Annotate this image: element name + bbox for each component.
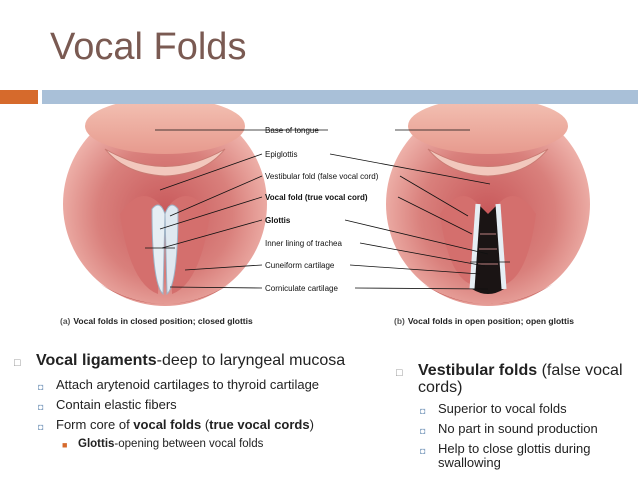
square-bullet-icon: □	[14, 357, 21, 369]
label-base-of-tongue: Base of tongue	[265, 126, 319, 135]
sub-bullet-text: No part in sound production	[438, 421, 598, 436]
accent-bar-orange	[0, 90, 38, 104]
caption-open-text: Vocal folds in open position; open glott…	[407, 316, 574, 326]
core-text-e: )	[309, 417, 314, 432]
vocal-ligaments-term: Vocal ligaments	[36, 352, 157, 369]
caption-closed-text: Vocal folds in closed position; closed g…	[73, 316, 253, 326]
square-bullet-icon: ◘	[38, 422, 44, 432]
label-cuneiform-cartilage: Cuneiform cartilage	[265, 261, 335, 270]
sub-bullet-superior: ◘ Superior to vocal folds	[420, 402, 626, 418]
label-inner-lining-trachea: Inner lining of trachea	[265, 239, 342, 248]
sub-bullet-elastic: ◘ Contain elastic fibers	[38, 398, 354, 414]
label-vocal-fold: Vocal fold (true vocal cord)	[265, 193, 368, 202]
vestibular-folds-desc: (false vocal cords)	[418, 362, 623, 396]
sub-bullet-text: Help to close glottis during swallowing	[438, 441, 591, 470]
vocal-ligaments-desc: -deep to laryngeal mucosa	[156, 352, 346, 369]
caption-open: (b)Vocal folds in open position; open gl…	[394, 316, 574, 326]
square-bullet-icon: ◘	[38, 402, 44, 412]
core-text-vocal-folds: vocal folds	[133, 417, 202, 432]
bullet-vocal-ligaments: □ Vocal ligaments-deep to laryngeal muco…	[14, 352, 354, 372]
sub-bullet-text: Attach arytenoid cartilages to thyroid c…	[56, 377, 320, 392]
right-bullet-list: □ Vestibular folds (false vocal cords) ◘…	[396, 362, 626, 474]
sub-bullet-attach: ◘ Attach arytenoid cartilages to thyroid…	[38, 378, 354, 394]
larynx-illustration	[63, 104, 590, 306]
square-bullet-icon: □	[396, 367, 403, 379]
square-bullet-icon: ◘	[420, 406, 426, 416]
square-bullet-icon: ◘	[38, 382, 44, 392]
sub-bullet-no-sound: ◘ No part in sound production	[420, 422, 626, 438]
square-bullet-icon: ◘	[420, 446, 426, 456]
glottis-term: Glottis	[78, 438, 115, 450]
label-vestibular-fold: Vestibular fold (false vocal cord)	[265, 172, 379, 181]
left-bullet-list: □ Vocal ligaments-deep to laryngeal muco…	[14, 352, 354, 455]
caption-closed: (a)Vocal folds in closed position; close…	[60, 316, 253, 326]
caption-closed-tag: (a)	[60, 316, 71, 326]
vestibular-folds-term: Vestibular folds	[418, 362, 538, 379]
core-text-true-vocal-cords: true vocal cords	[209, 417, 310, 432]
sub-bullet-close-glottis: ◘ Help to close glottis during swallowin…	[420, 442, 626, 470]
larynx-open-view	[386, 104, 590, 306]
square-bullet-icon: ◘	[420, 426, 426, 436]
glottis-desc: -opening between vocal folds	[114, 438, 264, 450]
accent-bar-blue	[42, 90, 638, 104]
square-bullet-icon: ■	[62, 440, 68, 450]
larynx-closed-view	[63, 104, 267, 306]
subsub-bullet-glottis: ■ Glottis-opening between vocal folds	[62, 438, 354, 452]
sub-bullet-text: Contain elastic fibers	[56, 397, 177, 412]
bullet-vestibular-folds: □ Vestibular folds (false vocal cords)	[396, 362, 626, 396]
caption-open-tag: (b)	[394, 316, 405, 326]
core-text-a: Form core of	[56, 417, 134, 432]
core-text-c: (	[201, 417, 210, 432]
label-corniculate-cartilage: Corniculate cartilage	[265, 284, 338, 293]
larynx-figure: Base of tongue Epiglottis Vestibular fol…	[0, 104, 638, 336]
slide-title: Vocal Folds	[50, 26, 247, 68]
label-glottis: Glottis	[265, 216, 291, 225]
sub-bullet-text: Superior to vocal folds	[438, 401, 567, 416]
sub-bullet-core: ◘ Form core of vocal folds (true vocal c…	[38, 418, 354, 434]
leader-lines	[145, 129, 510, 290]
label-epiglottis: Epiglottis	[265, 150, 298, 159]
